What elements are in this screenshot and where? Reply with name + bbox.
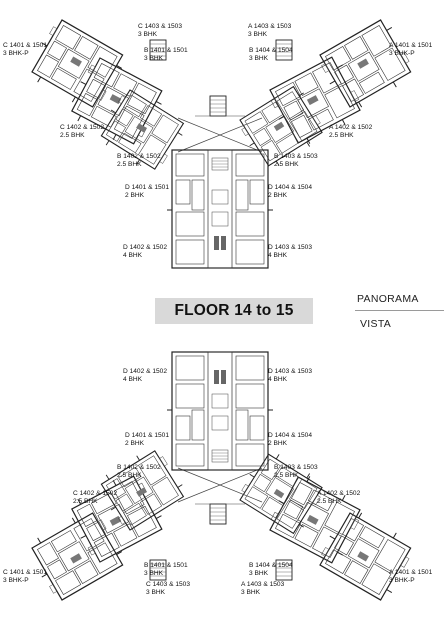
tower-divider (355, 310, 444, 311)
central-cross-bottom (177, 467, 263, 505)
stair-center-top (209, 95, 227, 117)
core-d-top (166, 149, 274, 269)
floor-title-box: FLOOR 14 to 15 (155, 298, 313, 324)
central-cross-top (177, 115, 263, 153)
upper-plan (23, 16, 420, 269)
lower-plan (23, 351, 420, 604)
wing-a-outer-bottom (314, 504, 420, 604)
wing-b-left-bottom (93, 442, 189, 534)
stair-center-bottom (209, 503, 227, 525)
tower-name-panorama: PANORAMA (357, 293, 419, 305)
wing-a-outer-top (314, 16, 420, 116)
tower-name-vista: VISTA (360, 318, 392, 330)
floor-title: FLOOR 14 to 15 (174, 302, 294, 319)
core-d-bottom (166, 351, 274, 471)
wing-a-inner-bottom (264, 468, 369, 567)
